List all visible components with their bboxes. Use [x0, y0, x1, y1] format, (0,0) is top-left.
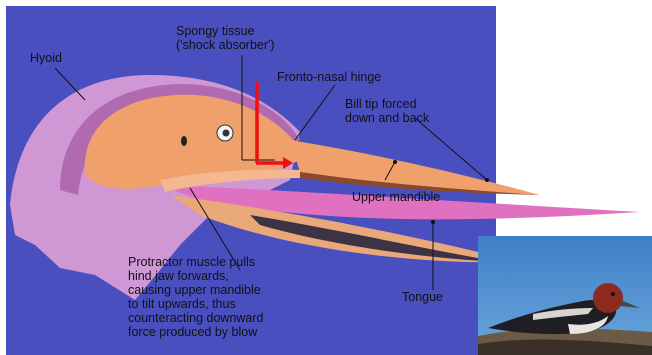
label-bill-tip: Bill tip forced down and back	[345, 97, 429, 125]
nostril	[181, 136, 187, 146]
label-upper-mandible: Upper mandible	[352, 190, 440, 204]
label-hyoid: Hyoid	[30, 51, 62, 65]
eye-pupil	[223, 130, 230, 137]
upper-mandible-dot	[393, 160, 397, 164]
label-fronto-nasal-hinge: Fronto-nasal hinge	[277, 70, 381, 84]
woodpecker-photo	[478, 236, 652, 355]
billtip-dot	[485, 178, 489, 182]
bird-eye	[611, 292, 615, 296]
tongue-dot	[431, 220, 435, 224]
bird-head	[593, 283, 623, 313]
label-tongue: Tongue	[402, 290, 443, 304]
label-protractor-muscle: Protractor muscle pulls hind jaw forward…	[128, 255, 264, 339]
label-spongy-tissue: Spongy tissue ('shock absorber')	[176, 24, 275, 52]
